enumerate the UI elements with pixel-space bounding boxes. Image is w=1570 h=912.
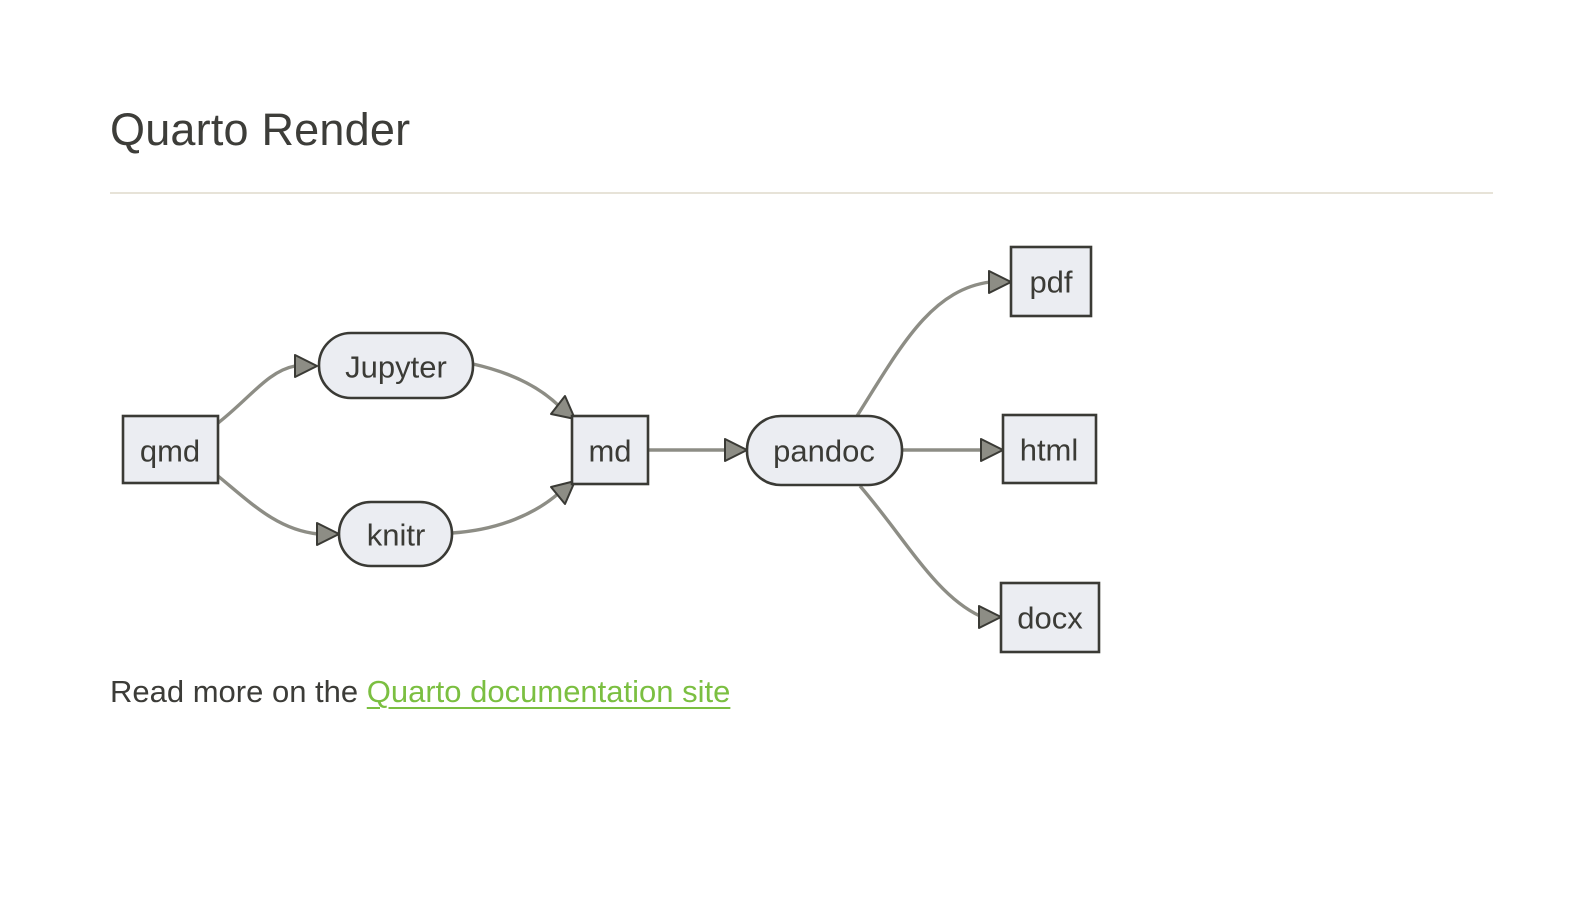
node-md: md [570, 414, 650, 486]
node-knitr-box [337, 500, 454, 568]
node-jupyter-label: Jupyter [345, 350, 447, 385]
node-qmd-label: qmd [140, 434, 200, 469]
node-pandoc-label: pandoc [773, 434, 875, 469]
node-pandoc: pandoc [745, 414, 904, 487]
arrowhead-pandoc-pdf [988, 270, 1012, 294]
node-pdf: pdf [1009, 245, 1093, 318]
arrowhead-qmd-jupyter [294, 354, 318, 378]
node-docx: docx [999, 581, 1101, 654]
page-title: Quarto Render [110, 104, 411, 155]
quarto-docs-link[interactable]: Quarto documentation site [366, 674, 731, 709]
node-docx-label: docx [1017, 601, 1083, 636]
node-pdf-label: pdf [1029, 265, 1072, 300]
node-jupyter-box [317, 331, 475, 400]
arrowhead-qmd-knitr [316, 522, 340, 546]
edge-jupyter-md [472, 362, 562, 409]
node-jupyter: Jupyter [317, 331, 475, 400]
node-qmd-box [121, 414, 220, 485]
read-more-prefix: Read more on the [110, 674, 367, 709]
node-pandoc-box [745, 414, 904, 487]
edge-pandoc-docx [858, 484, 981, 618]
node-knitr-label: knitr [367, 518, 426, 553]
arrowhead-jupyter-md [550, 395, 576, 420]
node-pdf-box [1009, 245, 1093, 318]
edge-pandoc-pdf [855, 280, 991, 417]
node-docx-box [999, 581, 1101, 654]
arrowhead-pandoc-docx [978, 605, 1002, 629]
node-html-box [1001, 413, 1098, 485]
node-knitr: knitr [337, 500, 454, 568]
node-md-label: md [588, 434, 631, 469]
arrowhead-md-pandoc [724, 438, 748, 462]
node-html-label: html [1020, 433, 1079, 468]
read-more-text: Read more on the Quarto documentation si… [110, 672, 730, 712]
node-qmd: qmd [121, 414, 220, 485]
edge-qmd-jupyter [216, 364, 296, 425]
arrowhead-knitr-md [550, 480, 576, 505]
node-md-box [570, 414, 650, 486]
title-divider [110, 192, 1493, 194]
edge-knitr-md [451, 491, 561, 535]
node-html: html [1001, 413, 1098, 485]
arrowhead-pandoc-html [980, 438, 1004, 462]
edge-qmd-knitr [216, 474, 319, 536]
